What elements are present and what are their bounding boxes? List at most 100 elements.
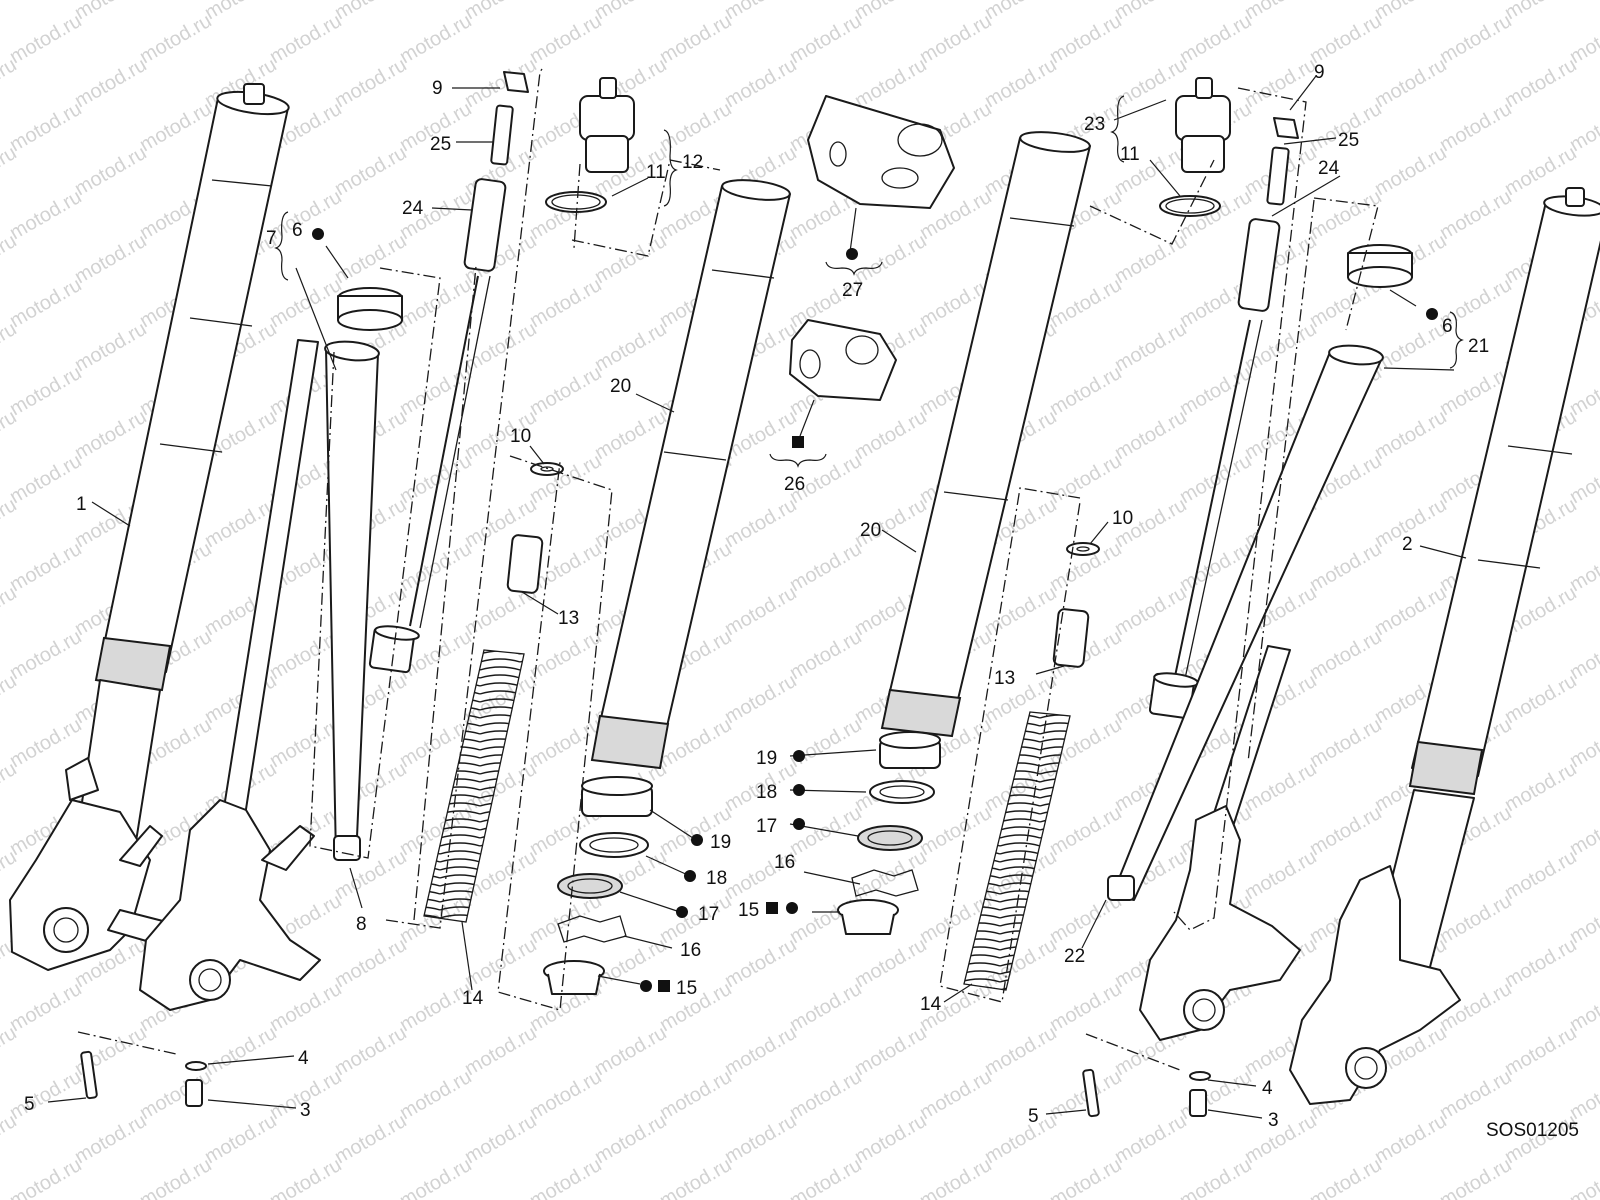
watermark-text: motod.ru xyxy=(6,978,85,1037)
watermark-text: motod.ru xyxy=(6,186,85,245)
watermark-text: motod.ru xyxy=(1046,10,1125,69)
watermark-text: motod.ru xyxy=(1111,230,1190,289)
watermark-text: motod.ru xyxy=(526,714,605,773)
watermark-text: motod.ru xyxy=(1501,0,1580,24)
watermark-text: motod.ru xyxy=(1176,362,1255,421)
watermark-text: motod.ru xyxy=(851,934,930,993)
watermark-text: motod.ru xyxy=(1436,10,1515,69)
watermark-text: motod.ru xyxy=(916,1066,995,1125)
watermark-text: motod.ru xyxy=(461,934,540,993)
watermark-text: motod.ru xyxy=(331,230,410,289)
watermark-text: motod.ru xyxy=(1436,1066,1515,1125)
watermark-text: motod.ru xyxy=(1371,0,1450,24)
watermark-text: motod.ru xyxy=(591,230,670,289)
watermark-text: motod.ru xyxy=(1501,54,1580,113)
watermark-text: motod.ru xyxy=(1436,186,1515,245)
watermark-text: motod.ru xyxy=(981,582,1060,641)
watermark-text: motod.ru xyxy=(786,802,865,861)
watermark-text: motod.ru xyxy=(331,0,410,24)
watermark-text: motod.ru xyxy=(71,406,150,465)
watermark-text: motod.ru xyxy=(6,714,85,773)
watermark-text: motod.ru xyxy=(6,10,85,69)
watermark-text: motod.ru xyxy=(6,538,85,597)
watermark-text: motod.ru xyxy=(6,1154,85,1200)
watermark-text: motod.ru xyxy=(6,450,85,509)
watermark-text: motod.ru xyxy=(721,494,800,553)
screws-bottom xyxy=(80,1050,1211,1118)
watermark-text: motod.ru xyxy=(1241,0,1320,24)
watermark-text: motod.ru xyxy=(331,1022,410,1081)
group-braces xyxy=(274,95,1464,468)
watermark-text: motod.ru xyxy=(461,1022,540,1081)
watermark-text: motod.ru xyxy=(526,274,605,333)
watermark-text: motod.ru xyxy=(1111,1110,1190,1169)
watermark-text: motod.ru xyxy=(396,274,475,333)
cap-assembly-12-left xyxy=(545,77,635,213)
watermark-text: motod.ru xyxy=(1046,362,1125,421)
label-20-right: 20 xyxy=(860,520,881,541)
watermark-text: motod.ru xyxy=(786,714,865,773)
label-10-right: 10 xyxy=(1112,508,1133,529)
triple-clamp-27 xyxy=(807,95,955,209)
label-4-left: 4 xyxy=(298,1048,309,1069)
watermark-text: motod.ru xyxy=(591,1022,670,1081)
watermark-text: motod.ru xyxy=(526,1154,605,1200)
watermark-text: motod.ru xyxy=(266,186,345,245)
watermark-text: motod.ru xyxy=(721,670,800,729)
label-24-right: 24 xyxy=(1318,158,1340,179)
label-12: 12 xyxy=(682,152,703,173)
watermark-text: motod.ru xyxy=(266,1154,345,1200)
watermark-text: motod.ru xyxy=(71,54,150,113)
fork-leg-left-second xyxy=(139,339,321,1011)
watermark-text: motod.ru xyxy=(1566,1154,1600,1200)
label-22: 22 xyxy=(1064,946,1085,967)
watermark-text: motod.ru xyxy=(721,0,800,24)
watermark-text: motod.ru xyxy=(851,1022,930,1081)
label-9-right: 9 xyxy=(1314,62,1325,83)
watermark-text: motod.ru xyxy=(6,274,85,333)
watermark-text: motod.ru xyxy=(1436,1154,1515,1200)
label-16-left: 16 xyxy=(680,940,701,961)
triple-clamp-26 xyxy=(789,319,897,401)
watermark-text: motod.ru xyxy=(71,230,150,289)
fork-cartridge-tube-left xyxy=(324,340,380,861)
leader-lines xyxy=(47,75,1467,1119)
watermark-text: motod.ru xyxy=(461,54,540,113)
watermark-text: motod.ru xyxy=(71,1110,150,1169)
watermark-text: motod.ru xyxy=(981,1110,1060,1169)
watermark-text: motod.ru xyxy=(656,98,735,157)
watermark-text: motod.ru xyxy=(656,1154,735,1200)
watermark-text: motod.ru xyxy=(1111,406,1190,465)
watermark-text: motod.ru xyxy=(1501,846,1580,905)
watermark-text: motod.ru xyxy=(461,0,540,24)
watermark-text: motod.ru xyxy=(981,54,1060,113)
label-27: 27 xyxy=(842,280,863,301)
watermark-text: motod.ru xyxy=(1241,846,1320,905)
watermark-text: motod.ru xyxy=(721,934,800,993)
note-symbols xyxy=(312,228,1438,992)
watermark-text: motod.ru xyxy=(1111,318,1190,377)
watermark-text: motod.ru xyxy=(1371,54,1450,113)
watermark-text: motod.ru xyxy=(1371,1110,1450,1169)
label-5-left: 5 xyxy=(24,1094,35,1115)
watermark-text: motod.ru xyxy=(1306,538,1385,597)
watermark-text: motod.ru xyxy=(266,978,345,1037)
seal-kit-right xyxy=(837,731,941,935)
label-19-left: 19 xyxy=(710,832,731,853)
watermark-text: motod.ru xyxy=(591,406,670,465)
watermark-text: motod.ru xyxy=(1176,1154,1255,1200)
watermark-text: motod.ru xyxy=(6,362,85,421)
label-3-right: 3 xyxy=(1268,1110,1279,1131)
watermark-text: motod.ru xyxy=(396,10,475,69)
label-15-left: 15 xyxy=(676,978,697,999)
washer-and-piston-left xyxy=(506,462,564,594)
label-10-left: 10 xyxy=(510,426,531,447)
watermark-text: motod.ru xyxy=(916,10,995,69)
watermark-text: motod.ru xyxy=(981,0,1060,24)
watermark-text: motod.ru xyxy=(916,802,995,861)
bushing-6-right xyxy=(1347,244,1413,288)
label-6-right: 6 xyxy=(1442,316,1453,337)
label-6-left: 6 xyxy=(292,220,303,241)
watermark-text: motod.ru xyxy=(1306,1154,1385,1200)
